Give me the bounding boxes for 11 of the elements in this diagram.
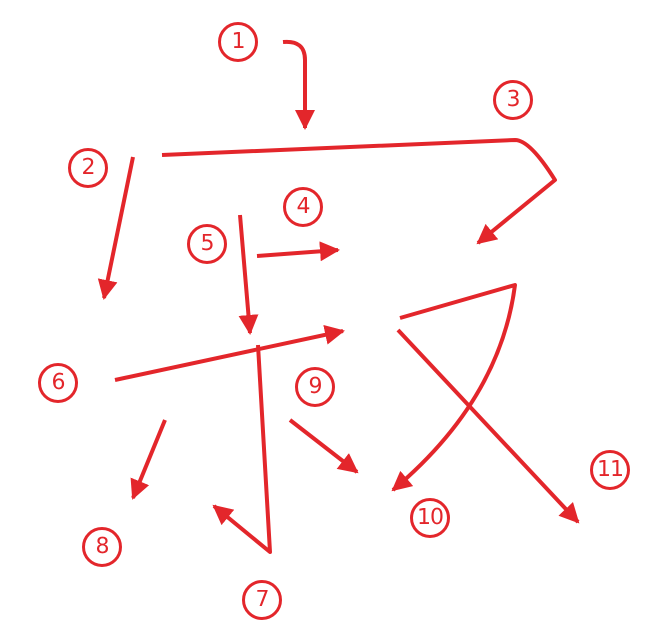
stroke-number: 11 xyxy=(590,450,630,490)
stroke-number: 3 xyxy=(493,80,533,120)
stroke-number: 1 xyxy=(218,22,258,62)
stroke-number: 8 xyxy=(82,527,122,567)
stroke-number: 6 xyxy=(38,363,78,403)
stroke-number: 2 xyxy=(68,148,108,188)
stroke-number: 5 xyxy=(187,224,227,264)
stroke-number: 4 xyxy=(283,187,323,227)
stroke-number: 9 xyxy=(295,367,335,407)
stroke-number: 10 xyxy=(410,498,450,538)
stroke-number: 7 xyxy=(242,580,282,620)
